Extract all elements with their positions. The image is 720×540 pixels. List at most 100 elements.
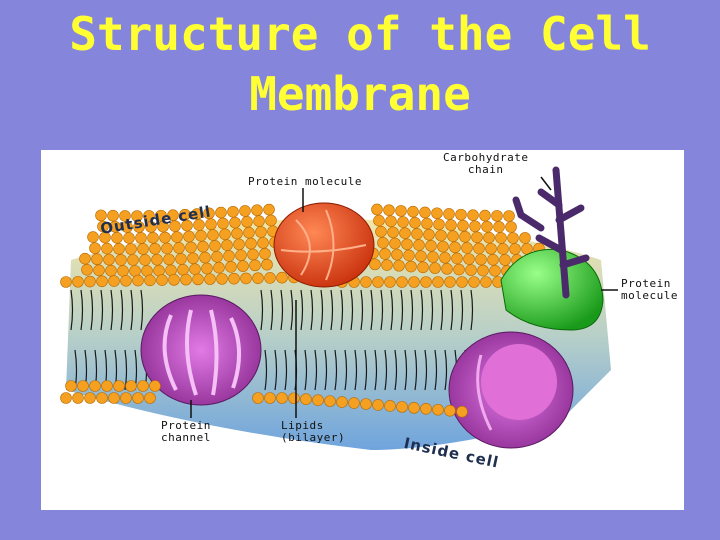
lipid-head: [132, 274, 144, 287]
lipid-head: [425, 240, 437, 252]
lipid-head: [445, 219, 457, 231]
lipid-tail: [290, 289, 294, 331]
lipid-head: [312, 394, 324, 406]
lipid-head: [215, 206, 227, 219]
lipid-head: [372, 276, 384, 288]
lipid-head: [371, 203, 383, 216]
lipid-head: [408, 402, 420, 414]
label-protein-channel: Protein channel: [161, 420, 211, 444]
lipid-head: [471, 231, 483, 244]
lipid-head: [89, 380, 101, 392]
lipid-head: [144, 274, 156, 287]
lipid-head: [161, 242, 173, 255]
lipid-head: [393, 259, 405, 272]
lipid-head: [300, 393, 312, 405]
lipid-head: [231, 227, 243, 240]
lipid-head: [225, 261, 237, 273]
lipid-head: [96, 275, 108, 288]
lipid-head: [84, 392, 96, 404]
lipid-head: [495, 232, 507, 244]
lipid-head: [168, 274, 180, 286]
lipid-tail: [394, 349, 398, 391]
lipid-head: [132, 392, 144, 404]
lipid-head: [251, 204, 263, 217]
protein-channel-right: [448, 331, 574, 449]
lipid-head: [384, 276, 396, 288]
lipid-head: [407, 205, 419, 218]
lipid-head: [180, 273, 192, 286]
lipid-head: [383, 204, 395, 216]
lipid-head: [144, 392, 156, 404]
lipid-head: [87, 231, 99, 243]
lipid-head: [461, 242, 473, 254]
lipid-head: [483, 231, 495, 244]
lipid-head: [79, 252, 91, 265]
slide-title: Structure of the Cell Membrane: [0, 4, 720, 124]
lipid-head: [385, 215, 397, 228]
lipid-head: [123, 232, 135, 244]
lipid-head: [77, 380, 89, 392]
lipid-head: [403, 249, 415, 262]
lipid-head: [175, 253, 187, 265]
lipid-head: [89, 242, 101, 254]
lipid-head: [120, 275, 132, 287]
protein-molecule-green: [500, 248, 604, 331]
lipid-head: [276, 392, 288, 404]
lipid-head: [84, 275, 96, 288]
lipid-tail: [354, 349, 358, 391]
lipid-tail: [410, 289, 414, 331]
lipid-head: [163, 253, 175, 266]
lipid-head: [441, 263, 453, 275]
lipid-head: [229, 216, 241, 229]
lipid-head: [120, 392, 132, 404]
lipid-head: [429, 262, 441, 274]
lipid-head: [103, 253, 115, 266]
lipid-head: [233, 238, 245, 251]
lipid-tail: [434, 349, 438, 391]
lipid-tail: [420, 289, 424, 331]
lipid-head: [156, 274, 168, 286]
lipid-head: [381, 259, 393, 271]
lipid-tail: [414, 349, 418, 391]
lipid-head: [101, 242, 113, 255]
label-protein-right-line1: Protein: [621, 277, 671, 290]
lipid-tail: [340, 289, 344, 331]
lipid-head: [409, 217, 421, 229]
lipid-head: [432, 276, 444, 288]
lipid-head: [145, 221, 157, 233]
lipid-tail: [470, 289, 474, 331]
lipid-head: [431, 207, 443, 220]
lipid-head: [135, 232, 147, 244]
lipid-head: [99, 231, 111, 244]
lipid-tail: [140, 289, 144, 331]
lipid-head: [241, 216, 253, 228]
lipid-head: [489, 265, 501, 277]
lipid-head: [389, 237, 401, 250]
lipid-head: [127, 254, 139, 266]
lipid-head: [223, 250, 235, 262]
lipid-head: [204, 273, 216, 285]
lipid-head: [509, 243, 521, 255]
lipid-head: [439, 251, 451, 264]
lipid-head: [455, 208, 467, 221]
lipid-head: [113, 380, 125, 392]
lipid-tail: [444, 349, 448, 391]
lipid-tail: [424, 349, 428, 391]
lipid-head: [423, 228, 435, 241]
lipid-head: [243, 226, 255, 239]
lipid-head: [449, 241, 461, 254]
lipid-head: [479, 209, 491, 222]
lipid-head: [185, 241, 197, 254]
lipid-head: [149, 242, 161, 255]
lipid-head: [507, 232, 519, 244]
lipid-head: [72, 275, 84, 288]
lipid-head: [117, 265, 129, 277]
lipid-head: [91, 253, 103, 266]
lipid-head: [360, 276, 372, 288]
lipid-head: [421, 217, 433, 230]
lipid-head: [443, 208, 455, 220]
label-lipids-bilayer: Lipids (bilayer): [281, 420, 345, 444]
lipid-head: [265, 214, 277, 227]
lipid-head: [240, 272, 252, 285]
lipid-head: [396, 276, 408, 288]
